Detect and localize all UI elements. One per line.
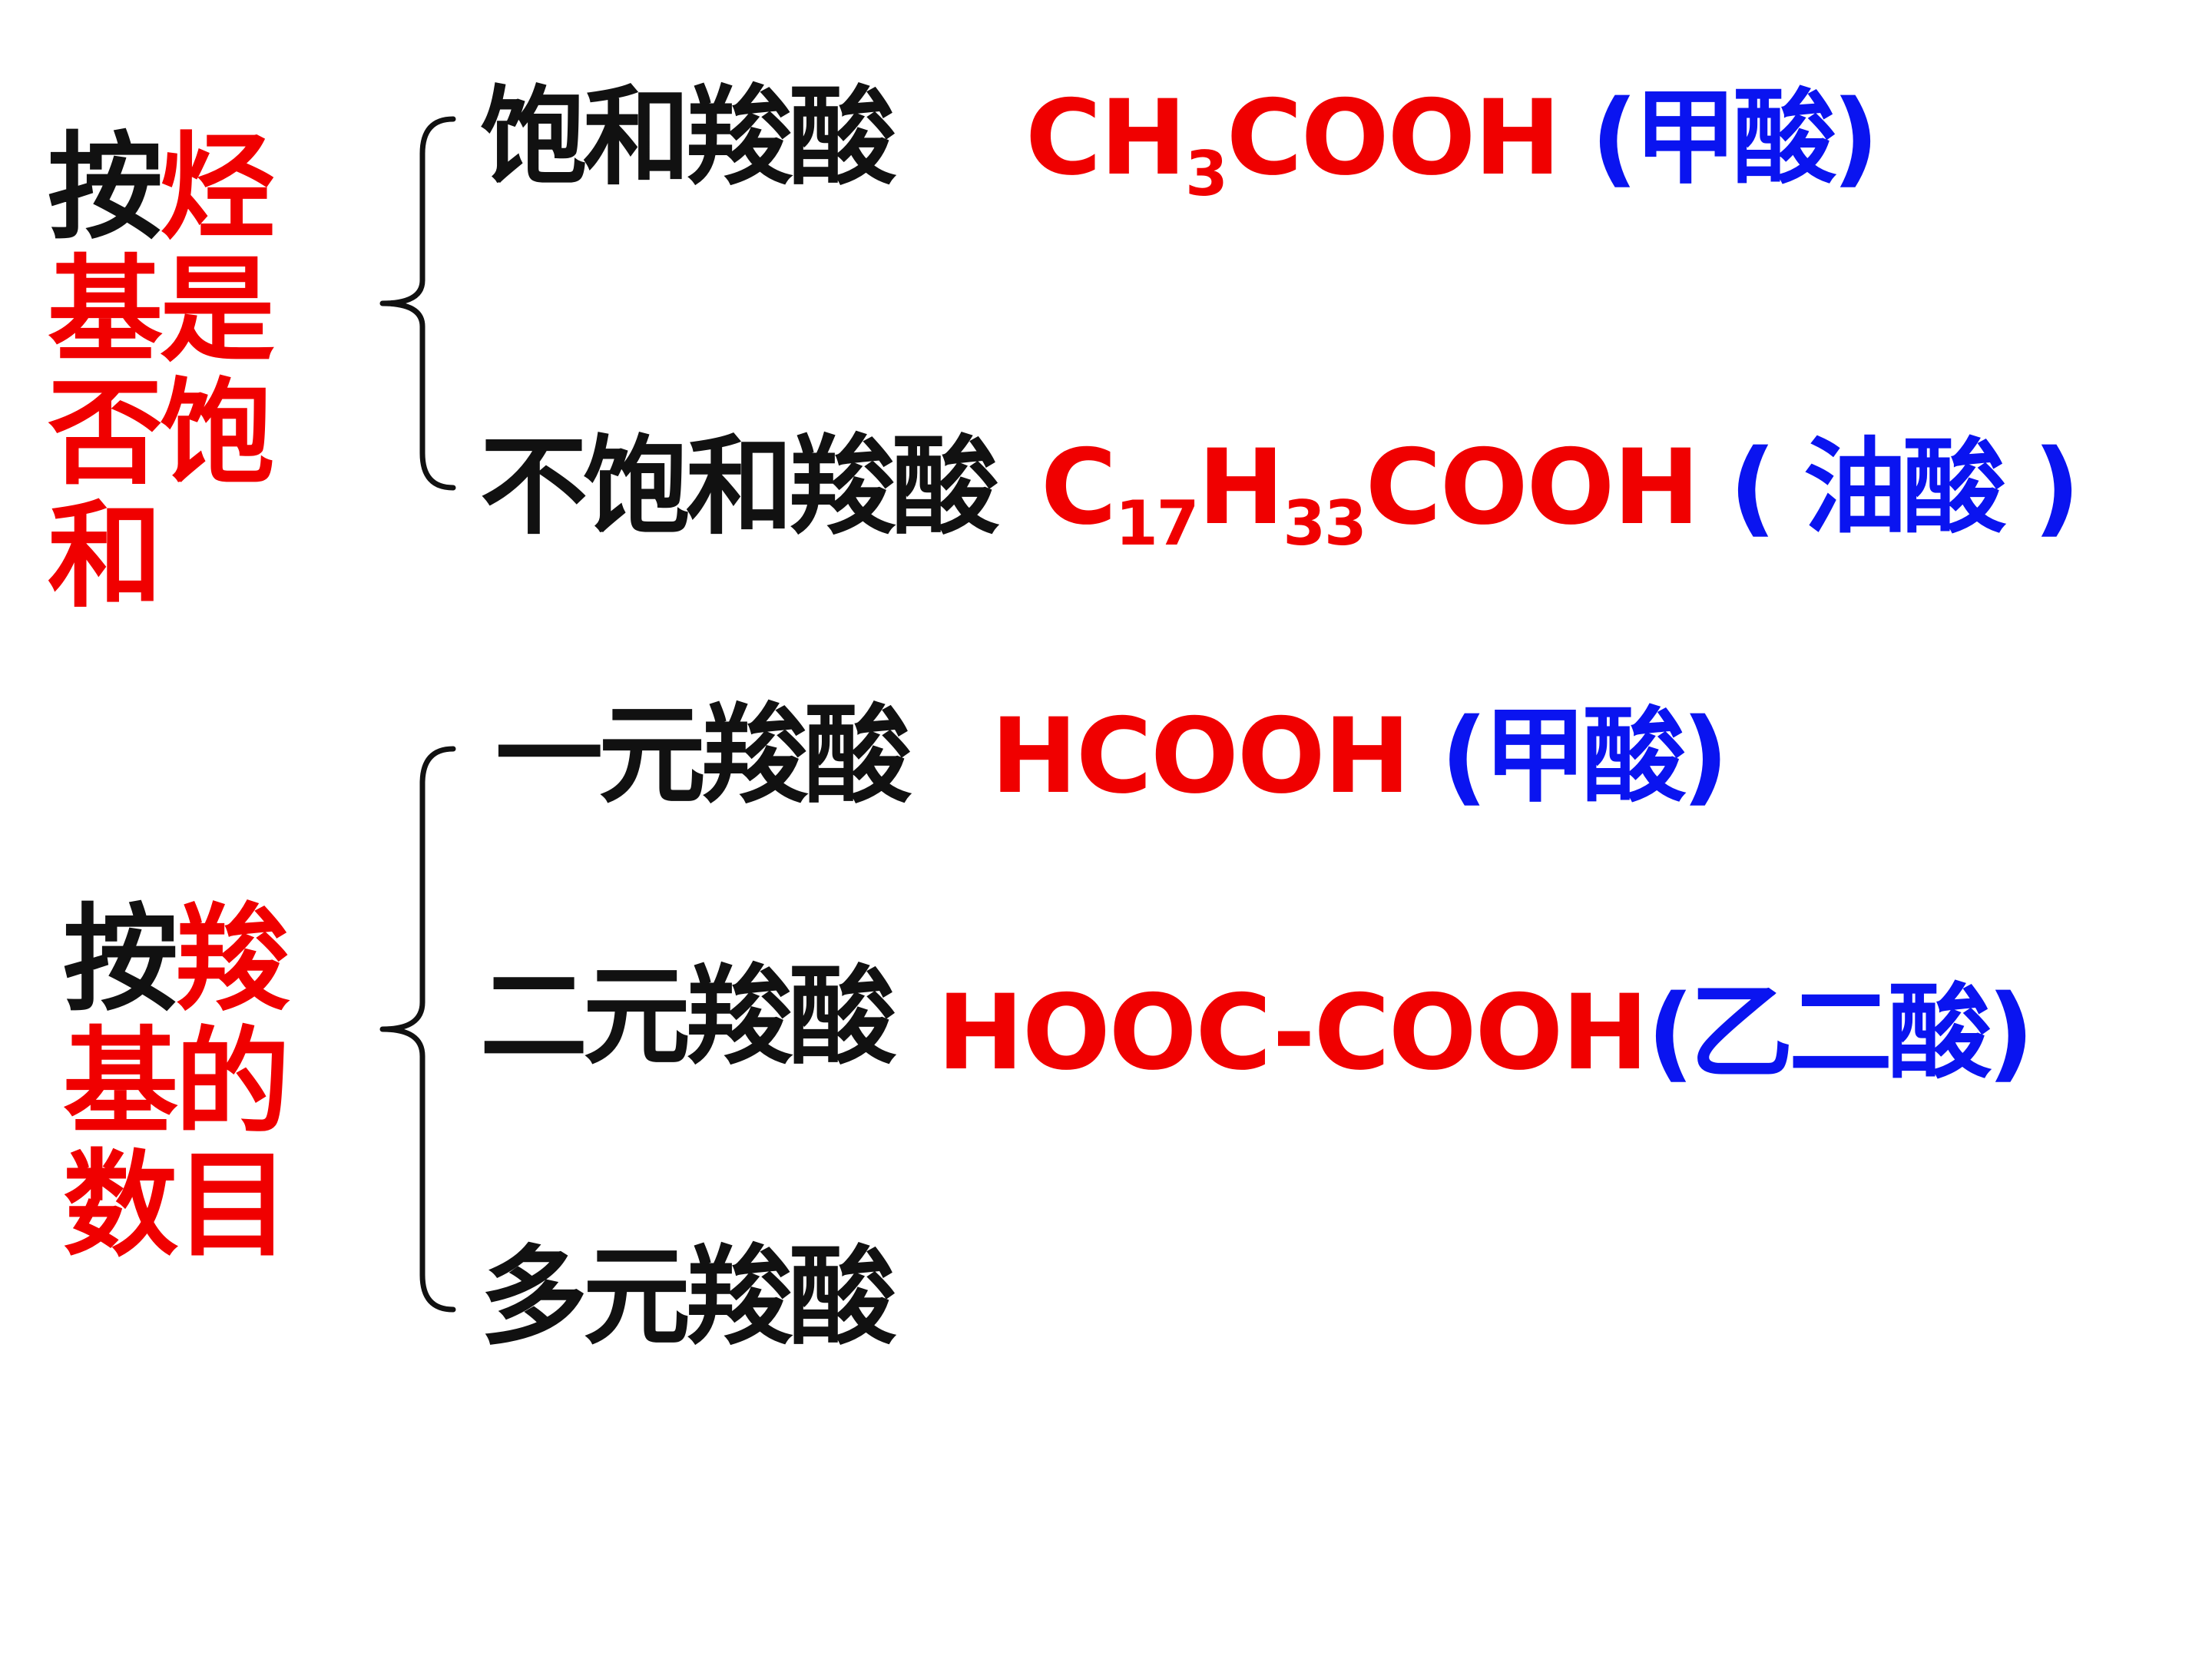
group1-label-highlight: 烃基是否饱和: [48, 121, 275, 624]
group2-item2-formula-text: HOOC-COOH: [937, 972, 1648, 1093]
group1-item2-formula-sub1: 17: [1115, 488, 1199, 559]
group2-item1-formula-text: HCOOH: [991, 696, 1411, 816]
group1-item2-name: ( 油酸 ): [1729, 427, 2080, 548]
group1-item2-category: 不饱和羧酸: [480, 425, 999, 550]
group2-item2-category: 二元羧酸: [480, 955, 896, 1080]
group1-item2-formula-part1: C: [1041, 427, 1117, 548]
group2-item1-formula: HCOOH (甲酸): [991, 696, 1729, 816]
group2-item3-category: 多元羧酸: [480, 1235, 896, 1360]
group1-label-prefix: 按: [48, 121, 163, 255]
group2-item2-formula: HOOC-COOH(乙二酸): [937, 972, 2035, 1093]
group1-item1-formula-part1: CH: [1025, 78, 1187, 198]
group1-item2-formula-sub2: 33: [1283, 488, 1366, 559]
group1-item1-category: 饱和羧酸: [480, 75, 896, 200]
group2-label-highlight: 羧基的数目: [63, 893, 290, 1273]
group2-item2-name: (乙二酸): [1647, 972, 2034, 1093]
group2-label: 按羧基的数目: [63, 899, 386, 1267]
group1-item1-formula-part2: COOH: [1226, 78, 1561, 198]
group2-item1-category: 一元羧酸: [495, 694, 912, 819]
group1-item1-formula-sub1: 3: [1185, 138, 1228, 210]
group1-item2-formula-part2: H: [1197, 427, 1284, 548]
group2-label-prefix: 按: [63, 893, 178, 1027]
group2-item1-name: (甲酸): [1409, 696, 1729, 816]
group1-item2-formula-part3: COOH: [1365, 427, 1700, 548]
group1-brace: [379, 116, 456, 491]
group1-label: 按烃基是否饱和: [48, 127, 370, 618]
group2-brace: [379, 746, 456, 1313]
group1-item1-formula: CH3COOH (甲酸): [1025, 78, 1879, 205]
group1-item2-formula: C17H33COOH( 油酸 ): [1041, 427, 2081, 555]
group1-item1-name: (甲酸): [1559, 78, 1879, 198]
